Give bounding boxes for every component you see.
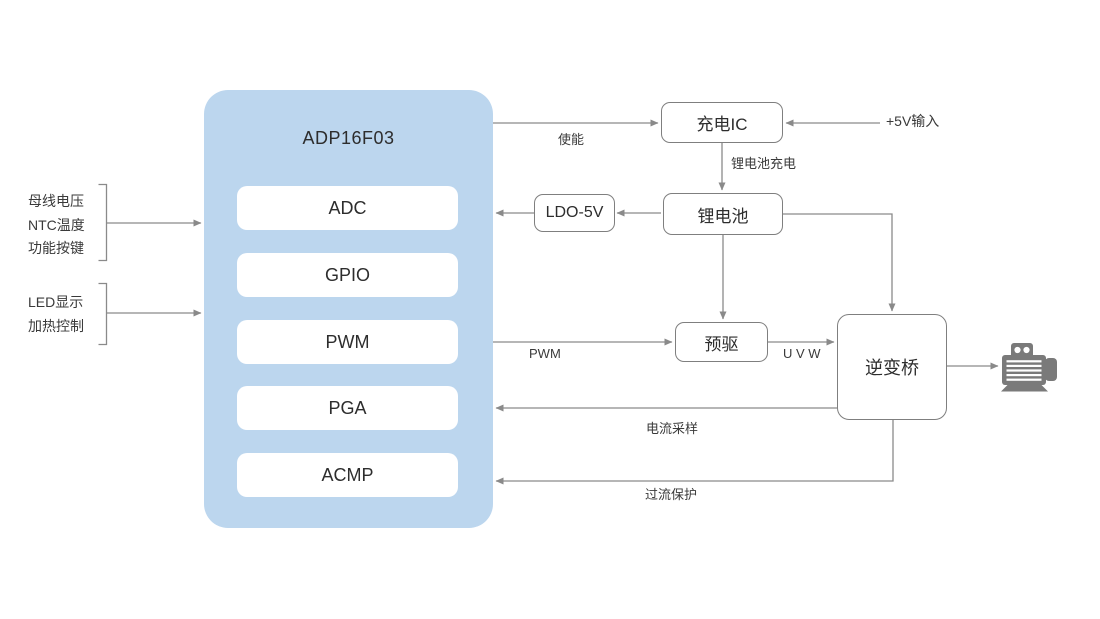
block-charger-ic: 充电IC xyxy=(661,102,783,143)
bracket-bus-inputs xyxy=(98,183,108,262)
block-battery: 锂电池 xyxy=(663,193,783,235)
module-gpio: GPIO xyxy=(237,253,458,297)
wire-overcurrent-to-mcu xyxy=(495,420,894,485)
module-pga: PGA xyxy=(237,386,458,430)
module-pwm: PWM xyxy=(237,320,458,364)
motor-icon xyxy=(1001,343,1057,392)
input-bus-voltage: 母线电压 xyxy=(28,193,84,209)
label-battery-charge: 锂电池充电 xyxy=(731,156,797,171)
input-function-keys: 功能按键 xyxy=(28,240,84,256)
output-led-display: LED显示 xyxy=(28,294,84,310)
label-5v-input: +5V输入 xyxy=(886,113,940,129)
module-adc: ADC xyxy=(237,186,458,230)
output-heat-control: 加热控制 xyxy=(28,317,84,334)
block-inverter-bridge: 逆变桥 xyxy=(837,314,947,420)
block-predriver: 预驱 xyxy=(675,322,768,362)
label-uvw: U V W xyxy=(783,346,821,361)
label-pwm: PWM xyxy=(529,346,561,361)
bracket-output-loads xyxy=(98,282,108,346)
input-group-bus: 母线电压 NTC温度 功能按键 xyxy=(28,190,85,261)
mcu-title: ADP16F03 xyxy=(302,128,395,148)
output-group-loads: LED显示 加热控制 xyxy=(28,291,84,338)
label-overcurrent: 过流保护 xyxy=(645,487,698,502)
block-ldo-5v: LDO-5V xyxy=(534,194,615,232)
label-enable: 使能 xyxy=(557,132,584,147)
wire-battery-to-inverter xyxy=(783,213,896,312)
input-ntc-temp: NTC温度 xyxy=(28,216,85,233)
module-acmp: ACMP xyxy=(237,453,458,497)
label-current-sense: 电流采样 xyxy=(646,421,699,436)
